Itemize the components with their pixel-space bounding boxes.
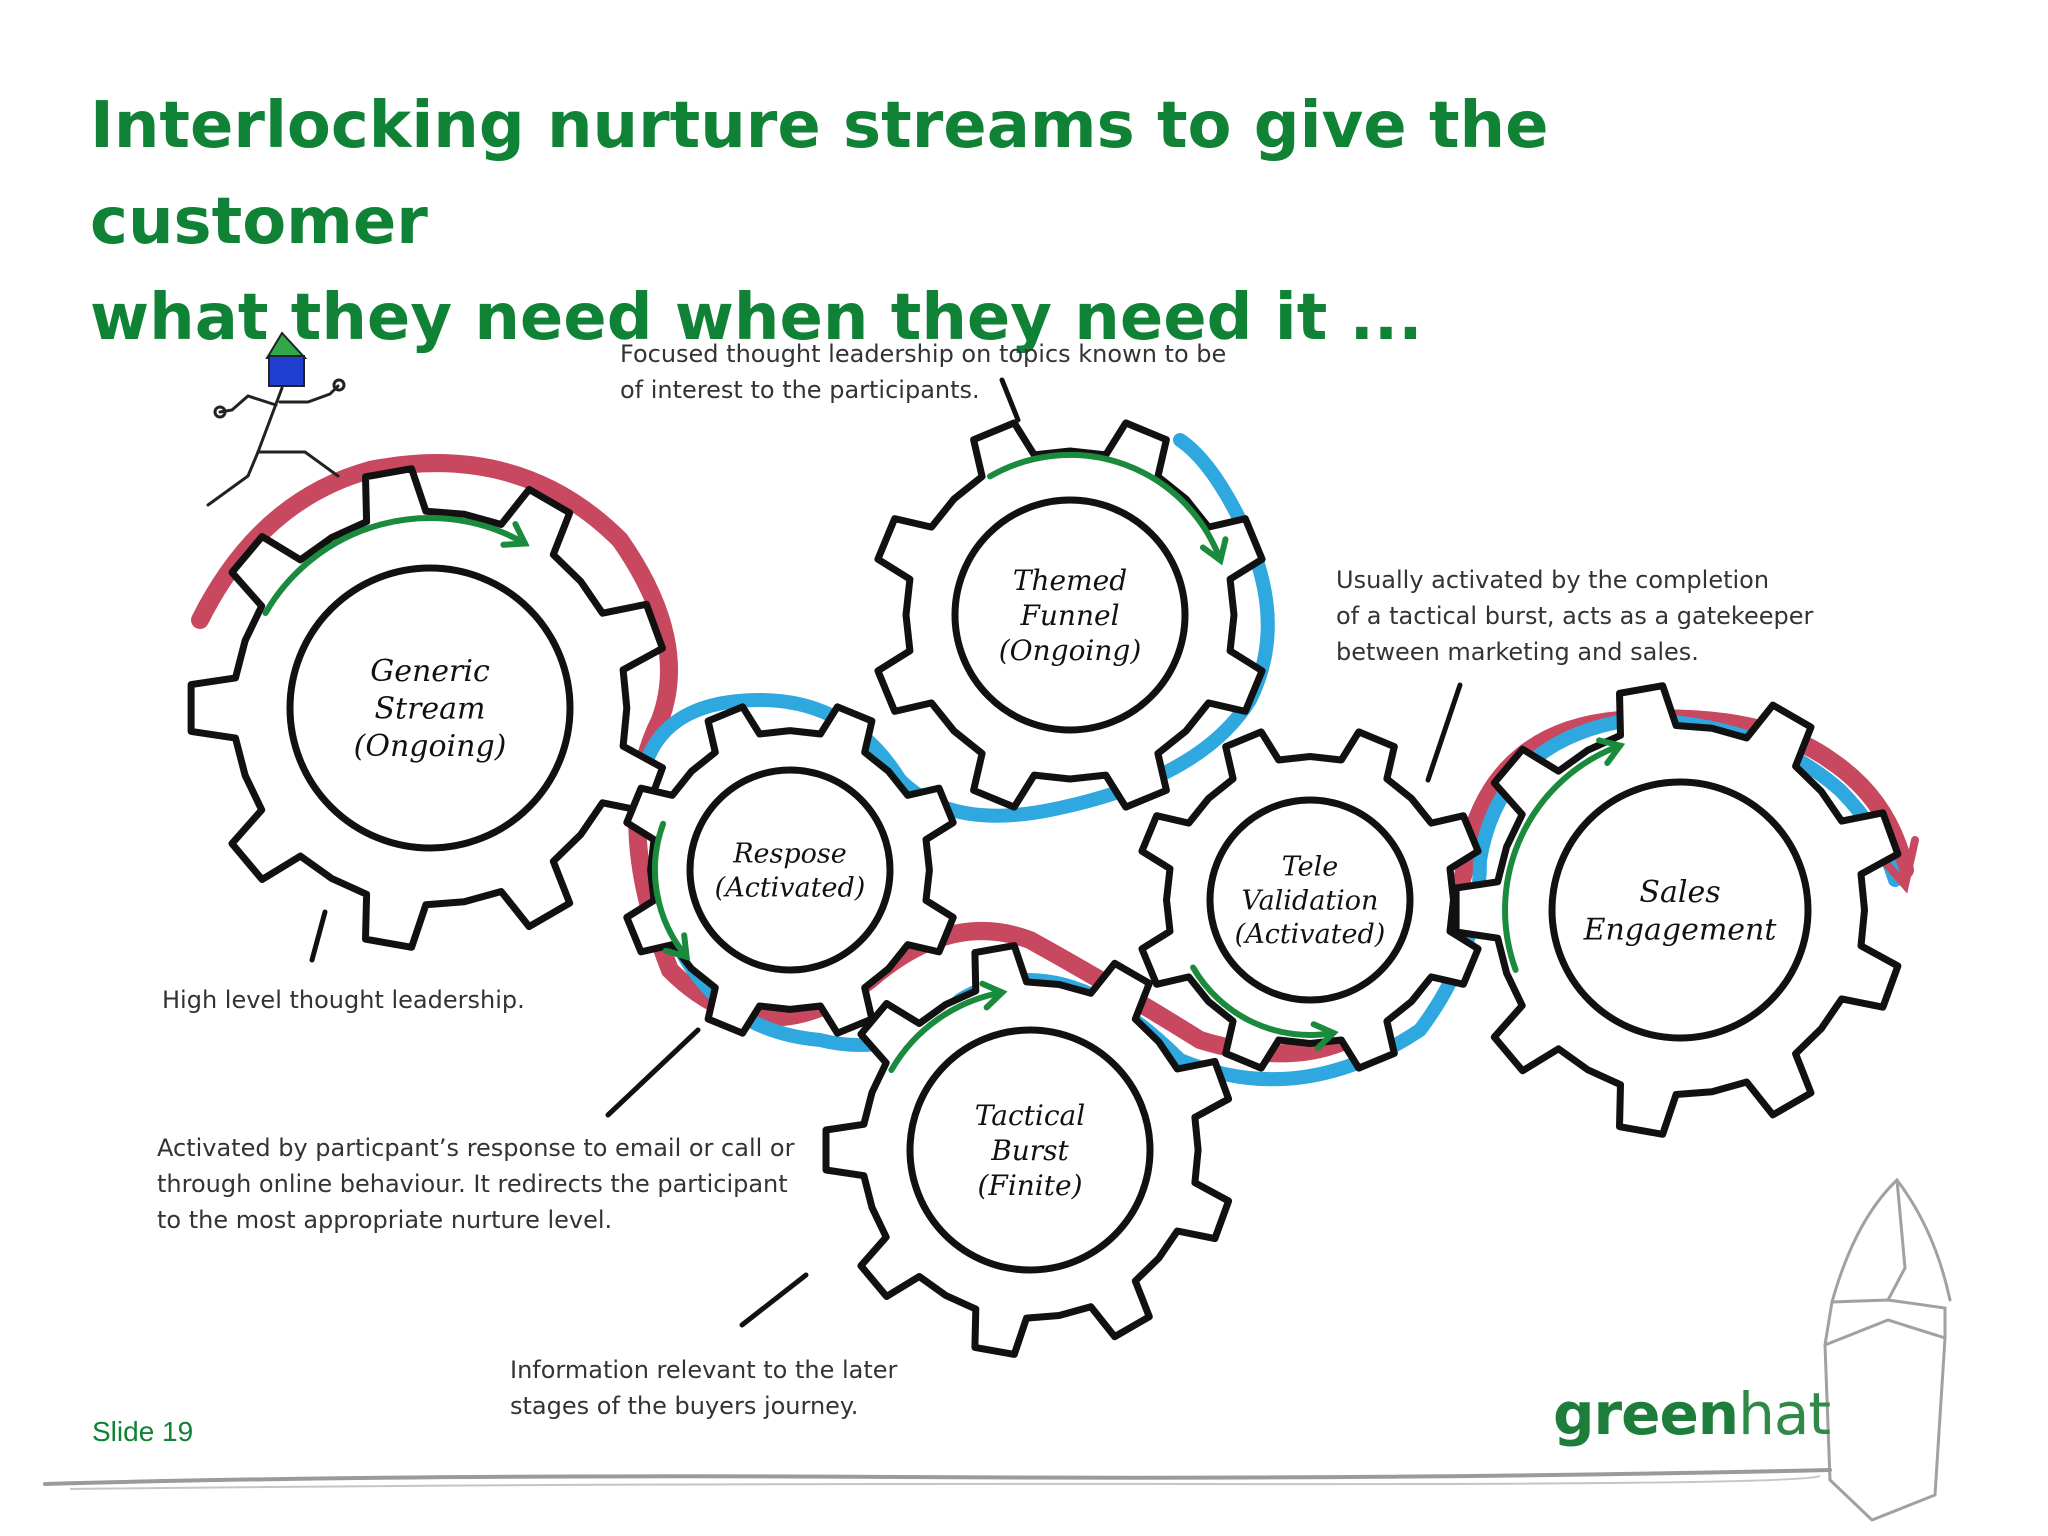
bottom-divider-line [43, 1468, 1832, 1486]
gears-layer: GenericStream(Ongoing)ThemedFunnel(Ongoi… [187, 419, 1902, 1358]
arrowhead-icon [979, 980, 1008, 1011]
rotation-arrow-icon [1502, 742, 1624, 973]
gear-hub [1206, 796, 1414, 1004]
annotation-generic: High level thought leadership. [162, 982, 525, 1018]
rotation-arrow-icon [888, 989, 1006, 1073]
annotation-line: Usually activated by the completion [1336, 566, 1770, 594]
gear-hub [686, 766, 894, 974]
annotation-line: stages of the buyers journey. [510, 1392, 859, 1420]
gear-hub [906, 1026, 1154, 1274]
gear-label: Generic [370, 654, 490, 689]
gear-label: Tele [1282, 852, 1339, 883]
annotation-tactical: Information relevant to the later stages… [510, 1352, 897, 1424]
gear-label: Burst [990, 1134, 1069, 1167]
gear-label: Sales [1639, 875, 1720, 910]
annotation-line: Focused thought leadership on topics kno… [620, 340, 1227, 368]
annotation-tele: Usually activated by the completion of a… [1336, 562, 1813, 670]
arrowhead-icon [662, 932, 691, 961]
rotation-arrow-icon [1190, 964, 1337, 1038]
gear-response: Respose(Activated) [623, 703, 957, 1037]
gear-label: Validation [1242, 886, 1379, 917]
leader-line [999, 377, 1021, 423]
gear-label: (Finite) [977, 1169, 1082, 1202]
title-line-2: what they need when they need it ... [90, 281, 1423, 355]
annotation-leaders [309, 377, 1463, 1328]
leader-line [605, 1027, 701, 1118]
slide-number: Slide 19 [92, 1416, 194, 1447]
arrowhead-icon [1596, 737, 1626, 766]
logo-light: hat [1738, 1380, 1831, 1448]
annotation-themed: Focused thought leadership on topics kno… [620, 336, 1226, 408]
leader-line [739, 1272, 809, 1328]
stick-figure-runner-icon [206, 331, 346, 507]
gear-label: Funnel [1019, 599, 1119, 632]
annotation-response: Activated by particpant’s response to em… [157, 1130, 794, 1238]
gear-label: (Ongoing) [354, 729, 507, 764]
arrowhead-icon [1199, 536, 1229, 566]
slide-title: Interlocking nurture streams to give the… [90, 78, 1890, 366]
gear-label: (Activated) [715, 872, 866, 903]
annotation-line: High level thought leadership. [162, 986, 525, 1014]
gear-label: Tactical [975, 1099, 1085, 1132]
rotation-arrow-icon [987, 451, 1224, 564]
gear-hub [951, 496, 1189, 734]
annotation-line: between marketing and sales. [1336, 638, 1699, 666]
annotation-line: to the most appropriate nurture level. [157, 1206, 613, 1234]
arrowhead-icon [500, 521, 530, 548]
logo-bold: green [1553, 1380, 1739, 1448]
annotation-line: of a tactical burst, acts as a gatekeepe… [1336, 602, 1814, 630]
annotation-line: through online behaviour. It redirects t… [157, 1170, 788, 1198]
gear-label: (Activated) [1235, 919, 1386, 950]
leader-line [309, 909, 328, 963]
greenhat-logo: greenhat [1553, 1380, 1831, 1448]
rotation-arrow-icon [651, 820, 690, 960]
gear-label: (Ongoing) [999, 634, 1142, 667]
house-sketch-icon [1823, 1177, 1952, 1522]
gear-label: Respose [732, 839, 847, 870]
gear-hub [1548, 778, 1812, 1042]
leader-line [1425, 682, 1463, 783]
annotation-line: Information relevant to the later [510, 1356, 898, 1384]
annotation-line: of interest to the participants. [620, 376, 980, 404]
rotation-arrow-icon [262, 515, 528, 616]
gear-hub [286, 564, 574, 852]
arrowhead-icon [1310, 1021, 1339, 1051]
gear-label: Stream [374, 692, 485, 727]
title-line-1: Interlocking nurture streams to give the… [90, 89, 1549, 259]
annotation-line: Activated by particpant’s response to em… [157, 1134, 795, 1162]
gear-label: Engagement [1583, 912, 1778, 947]
gear-label: Themed [1013, 564, 1127, 597]
